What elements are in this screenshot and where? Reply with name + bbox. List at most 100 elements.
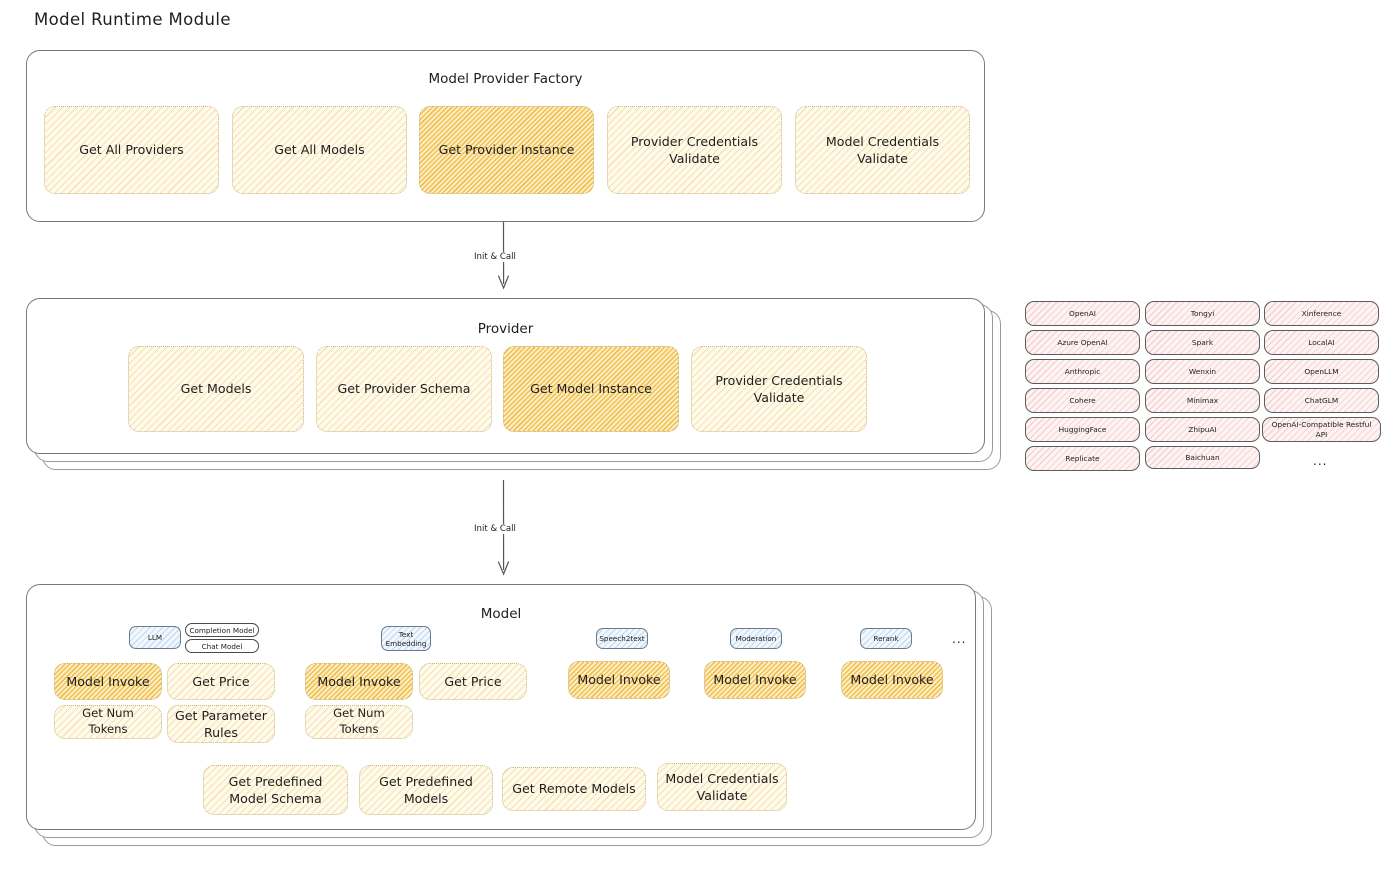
model-common-method-label: Get Predefined Models	[379, 773, 473, 806]
model-type-tag-llm[interactable]: LLM	[129, 626, 181, 649]
factory-method-model-credentials-validate[interactable]: Model Credentials Validate	[795, 106, 970, 194]
factory-method-label: Model Credentials Validate	[825, 133, 940, 166]
arrow-label-init-call-1: Init & Call	[471, 252, 519, 262]
model-type-label: Rerank	[873, 634, 899, 643]
provider-pill-wenxin[interactable]: Wenxin	[1145, 359, 1260, 384]
model-panel: Model	[26, 584, 976, 830]
model-common-method-get-predefined-model-schema[interactable]: Get Predefined Model Schema	[203, 765, 348, 815]
provider-pill-label: Baichuan	[1185, 452, 1220, 462]
arrow-label-init-call-2: Init & Call	[471, 524, 519, 534]
model-title: Model	[480, 606, 522, 622]
provider-pill-label: Tongyi	[1190, 308, 1215, 318]
provider-pill-label: ChatGLM	[1304, 395, 1339, 405]
speech2text-method-model-invoke[interactable]: Model Invoke	[568, 661, 670, 699]
provider-method-label: Provider Credentials Validate	[715, 372, 843, 405]
provider-pill-label: OpenLLM	[1304, 366, 1339, 376]
model-type-tag-rerank[interactable]: Rerank	[860, 628, 912, 649]
provider-pill-openllm[interactable]: OpenLLM	[1264, 359, 1379, 384]
model-subtype-label: Chat Model	[201, 641, 243, 651]
model-type-label: LLM	[147, 633, 163, 642]
provider-pill-azure-openai[interactable]: Azure OpenAI	[1025, 330, 1140, 355]
provider-method-label: Get Models	[180, 381, 252, 397]
factory-method-label: Provider Credentials Validate	[630, 133, 759, 166]
model-type-label: Moderation	[735, 634, 777, 643]
llm-method-get-price[interactable]: Get Price	[167, 663, 275, 700]
provider-pill-label: ZhipuAI	[1188, 424, 1217, 434]
text-embedding-method-label: Get Price	[444, 673, 502, 689]
llm-method-label: Model Invoke	[66, 673, 150, 689]
moderation-method-model-invoke[interactable]: Model Invoke	[704, 661, 806, 699]
model-subtype-chat-model[interactable]: Chat Model	[185, 639, 259, 653]
provider-pill-xinference[interactable]: Xinference	[1264, 301, 1379, 326]
provider-pill-label: Anthropic	[1064, 366, 1101, 376]
provider-method-label: Get Model Instance	[530, 381, 652, 397]
provider-pill-huggingface[interactable]: HuggingFace	[1025, 417, 1140, 442]
factory-method-label: Get All Providers	[79, 142, 184, 158]
text-embedding-method-model-invoke[interactable]: Model Invoke	[305, 663, 413, 700]
rerank-method-model-invoke[interactable]: Model Invoke	[841, 661, 943, 699]
model-common-method-get-remote-models[interactable]: Get Remote Models	[502, 767, 646, 811]
provider-pill-anthropic[interactable]: Anthropic	[1025, 359, 1140, 384]
text-embedding-method-label: Model Invoke	[317, 673, 401, 689]
model-type-label: Text Embedding	[385, 629, 427, 648]
model-common-method-label: Get Predefined Model Schema	[228, 773, 323, 806]
provider-pill-baichuan[interactable]: Baichuan	[1145, 446, 1260, 469]
provider-pill-label: OpenAI-Compatible Restful API	[1271, 419, 1372, 439]
factory-method-label: Get Provider Instance	[438, 142, 575, 158]
llm-method-get-num-tokens[interactable]: Get Num Tokens	[54, 705, 162, 739]
factory-method-provider-credentials-validate[interactable]: Provider Credentials Validate	[607, 106, 782, 194]
provider-pill-label: Xinference	[1301, 308, 1342, 318]
provider-pill-openai-compatible-restful-api[interactable]: OpenAI-Compatible Restful API	[1262, 417, 1381, 442]
provider-pill-zhipuai[interactable]: ZhipuAI	[1145, 417, 1260, 442]
provider-pill-label: Wenxin	[1188, 366, 1217, 376]
llm-method-label: Get Price	[192, 673, 250, 689]
text-embedding-method-get-num-tokens[interactable]: Get Num Tokens	[305, 705, 413, 739]
provider-method-get-provider-schema[interactable]: Get Provider Schema	[316, 346, 492, 432]
provider-method-provider-credentials-validate[interactable]: Provider Credentials Validate	[691, 346, 867, 432]
provider-pill-minimax[interactable]: Minimax	[1145, 388, 1260, 413]
provider-pill-localai[interactable]: LocalAI	[1264, 330, 1379, 355]
model-subtype-label: Completion Model	[189, 625, 255, 635]
factory-method-get-all-providers[interactable]: Get All Providers	[44, 106, 219, 194]
provider-pill-label: HuggingFace	[1058, 424, 1107, 434]
text-embedding-method-label: Get Num Tokens	[333, 706, 385, 736]
provider-pill-label: Spark	[1191, 337, 1214, 347]
llm-method-label: Get Parameter Rules	[175, 707, 267, 740]
page-title: Model Runtime Module	[34, 10, 231, 29]
provider-pill-spark[interactable]: Spark	[1145, 330, 1260, 355]
provider-pill-openai[interactable]: OpenAI	[1025, 301, 1140, 326]
provider-pill-tongyi[interactable]: Tongyi	[1145, 301, 1260, 326]
rerank-method-label: Model Invoke	[850, 672, 934, 688]
model-subtype-completion-model[interactable]: Completion Model	[185, 623, 259, 637]
provider-pill-label: Minimax	[1186, 395, 1219, 405]
provider-pill-label: Replicate	[1065, 453, 1100, 463]
llm-method-label: Get Num Tokens	[82, 706, 134, 736]
provider-pill-label: OpenAI	[1069, 308, 1096, 318]
model-common-method-label: Model Credentials Validate	[665, 770, 779, 803]
provider-pill-label: LocalAI	[1308, 337, 1335, 347]
model-common-method-model-credentials-validate[interactable]: Model Credentials Validate	[657, 763, 787, 811]
model-type-tag-speech2text[interactable]: Speech2text	[596, 628, 648, 649]
provider-pill-label: Azure OpenAI	[1057, 337, 1108, 347]
moderation-method-label: Model Invoke	[713, 672, 797, 688]
provider-pill-replicate[interactable]: Replicate	[1025, 446, 1140, 471]
model-types-ellipsis: ...	[952, 632, 967, 646]
llm-method-get-parameter-rules[interactable]: Get Parameter Rules	[167, 705, 275, 743]
model-type-label: Speech2text	[599, 634, 645, 643]
provider-method-get-models[interactable]: Get Models	[128, 346, 304, 432]
provider-method-label: Get Provider Schema	[337, 381, 471, 397]
model-common-method-get-predefined-models[interactable]: Get Predefined Models	[359, 765, 493, 815]
provider-pill-chatglm[interactable]: ChatGLM	[1264, 388, 1379, 413]
provider-pill-cohere[interactable]: Cohere	[1025, 388, 1140, 413]
model-type-tag-moderation[interactable]: Moderation	[730, 628, 782, 649]
model-provider-factory-title: Model Provider Factory	[428, 71, 583, 87]
llm-method-model-invoke[interactable]: Model Invoke	[54, 663, 162, 700]
model-common-method-label: Get Remote Models	[512, 781, 636, 797]
provider-method-get-model-instance[interactable]: Get Model Instance	[503, 346, 679, 432]
speech2text-method-label: Model Invoke	[577, 672, 661, 688]
factory-method-get-provider-instance[interactable]: Get Provider Instance	[419, 106, 594, 194]
provider-title: Provider	[477, 321, 534, 337]
model-type-tag-text-embedding[interactable]: Text Embedding	[381, 626, 431, 651]
text-embedding-method-get-price[interactable]: Get Price	[419, 663, 527, 700]
factory-method-get-all-models[interactable]: Get All Models	[232, 106, 407, 194]
